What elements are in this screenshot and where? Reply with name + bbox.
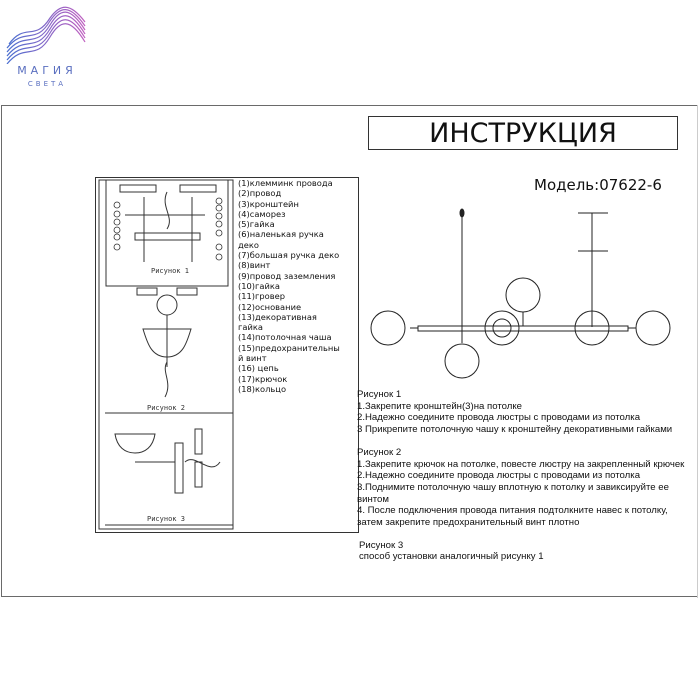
legend-item: (3)кронштейн bbox=[238, 198, 299, 209]
legend-item: (12)основание bbox=[238, 301, 302, 312]
logo-subtitle: СВЕТА bbox=[27, 80, 67, 88]
legend-item: (1)клемминк провода bbox=[238, 178, 333, 188]
legend-item: (6)наленькая ручка bbox=[238, 229, 324, 240]
document-frame bbox=[1, 105, 697, 597]
figure-3-label: Рисунок 3 bbox=[147, 515, 185, 523]
installation-diagrams: Рисунок 1 Рисунок 2 Рисунок 3 bbox=[98, 179, 234, 530]
instruction-line: 2.Надежно соедините провода люстры с про… bbox=[357, 470, 641, 482]
model-number: Модель:07622-6 bbox=[534, 176, 662, 194]
section-2-title: Рисунок 2 bbox=[357, 446, 402, 458]
instruction-line: 1.Закрепите кронштейн(3)на потолке bbox=[357, 400, 522, 412]
legend-item: деко bbox=[238, 239, 259, 250]
logo-name: МАГИЯ bbox=[17, 64, 77, 77]
legend-item: й винт bbox=[238, 353, 267, 364]
instruction-line: 2.Надежно соедините провода люстры с про… bbox=[357, 412, 641, 424]
legend-item: (5)гайка bbox=[238, 219, 275, 230]
legend-item: (16) цепь bbox=[238, 363, 279, 374]
legend-item: (11)гровер bbox=[238, 291, 285, 302]
legend-item: (15)предохранительны bbox=[238, 342, 340, 353]
section-3-title: Рисунок 3 bbox=[359, 539, 404, 551]
figure-2-label: Рисунок 2 bbox=[147, 404, 185, 412]
instruction-line: 3 Прикрепите потолочную чашу к кронштейн… bbox=[357, 424, 673, 436]
figure-1-label: Рисунок 1 bbox=[151, 267, 189, 275]
diagram-panel bbox=[95, 177, 359, 533]
section-1-title: Рисунок 1 bbox=[357, 389, 402, 400]
instruction-line: винтом bbox=[357, 493, 389, 505]
legend-item: (2)провод bbox=[238, 188, 282, 199]
instruction-line: 3.Поднимите потолочную чашу вплотную к п… bbox=[357, 481, 669, 493]
legend-item: (13)декоративная bbox=[238, 311, 317, 322]
brand-logo-waves bbox=[6, 6, 86, 64]
frame-edge bbox=[697, 105, 698, 598]
legend-item: (4)саморез bbox=[238, 208, 286, 219]
instruction-line: 4. После подключения провода питания под… bbox=[357, 505, 668, 517]
chandelier-drawing bbox=[370, 208, 671, 379]
parts-legend: (1)клемминк провода (2)провод (3)кронште… bbox=[238, 178, 358, 394]
legend-item: (10)гайка bbox=[238, 280, 280, 291]
legend-item: (14)потолочная чаша bbox=[238, 332, 332, 343]
legend-item: (18)кольцо bbox=[238, 383, 287, 394]
instructions: Рисунок 1 1.Закрепите кронштейн(3)на пот… bbox=[357, 389, 684, 563]
legend-item: (8)винт bbox=[238, 260, 271, 271]
legend-item: (9)провод заземления bbox=[238, 270, 336, 281]
instruction-line: способ установки аналогичный рисунку 1 bbox=[359, 551, 544, 563]
instruction-line: 1.Закрепите крючок на потолке, повесте л… bbox=[357, 458, 685, 470]
instruction-line: затем закрепите предохранительный винт п… bbox=[357, 517, 580, 529]
legend-item: (17)крючок bbox=[238, 373, 288, 384]
legend-item: гайка bbox=[238, 322, 263, 333]
legend-item: (7)большая ручка деко bbox=[238, 250, 340, 261]
page-title: ИНСТРУКЦИЯ bbox=[368, 116, 678, 150]
